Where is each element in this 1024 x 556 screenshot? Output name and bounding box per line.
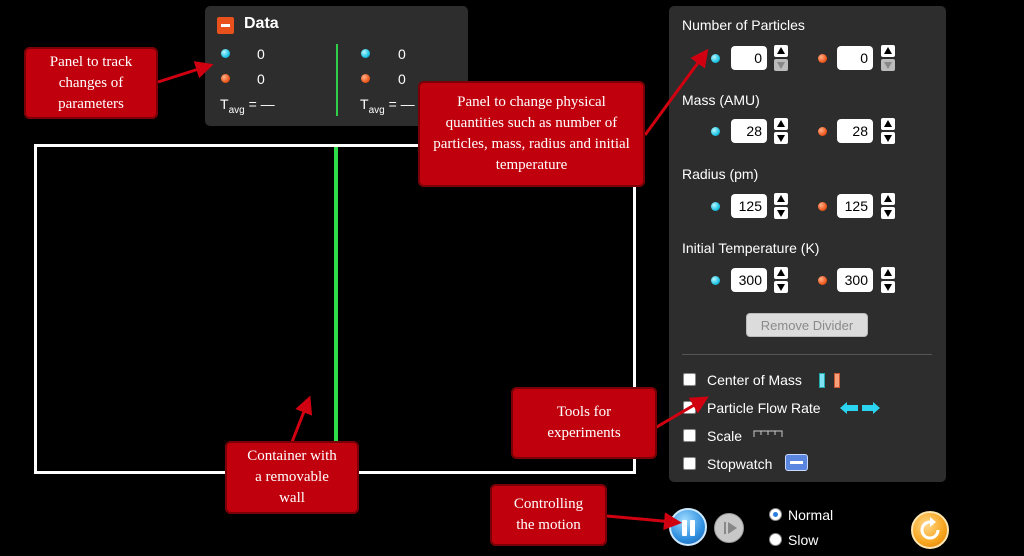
decrement-icon[interactable] [881, 59, 895, 71]
cyan-particle-icon [711, 202, 720, 211]
cyan-temperature-spinner [774, 267, 788, 293]
callout-motion: Controlling the motion [490, 484, 607, 546]
increment-icon[interactable] [881, 45, 895, 57]
red-particle-icon [361, 74, 370, 83]
red-radius-input[interactable]: 125 [837, 194, 873, 218]
stopwatch-icon [785, 454, 808, 471]
decrement-icon[interactable] [774, 207, 788, 219]
red-temperature-spinner [881, 267, 895, 293]
cyan-particle-icon [221, 49, 230, 58]
decrement-icon[interactable] [774, 59, 788, 71]
red-radius-spinner [881, 193, 895, 219]
pause-button[interactable] [669, 508, 707, 546]
decrement-icon[interactable] [881, 281, 895, 293]
center-of-mass-checkbox[interactable] [683, 373, 696, 386]
center-of-mass-cyan-icon [819, 373, 825, 388]
red-particle-icon [221, 74, 230, 83]
stopwatch-label: Stopwatch [707, 456, 773, 472]
left-cyan-count: 0 [257, 46, 265, 62]
cyan-radius-input[interactable]: 125 [731, 194, 767, 218]
callout-tools: Tools for experiments [511, 387, 657, 459]
step-button[interactable] [714, 513, 744, 543]
cyan-particle-icon [711, 127, 720, 136]
red-particle-icon [818, 202, 827, 211]
right-tavg: Tavg = — [360, 96, 415, 116]
data-panel-title: Data [244, 15, 279, 32]
red-count-input[interactable]: 0 [837, 46, 873, 70]
increment-icon[interactable] [881, 193, 895, 205]
increment-icon[interactable] [774, 193, 788, 205]
center-of-mass-label: Center of Mass [707, 372, 802, 388]
decrement-icon[interactable] [774, 281, 788, 293]
decrement-icon[interactable] [881, 132, 895, 144]
particle-flow-rate-checkbox[interactable] [683, 401, 696, 414]
speed-normal-radio[interactable] [769, 508, 782, 521]
particle-flow-rate-label: Particle Flow Rate [707, 400, 821, 416]
right-red-count: 0 [398, 71, 406, 87]
increment-icon[interactable] [774, 45, 788, 57]
callout-change-panel: Panel to change physical quantities such… [418, 81, 645, 187]
scale-label: Scale [707, 428, 743, 444]
ruler-icon [753, 430, 783, 437]
cyan-mass-input[interactable]: 28 [731, 119, 767, 143]
cyan-radius-spinner [774, 193, 788, 219]
center-of-mass-red-icon [834, 373, 840, 388]
increment-icon[interactable] [774, 118, 788, 130]
red-particle-icon [818, 127, 827, 136]
cyan-particle-icon [711, 276, 720, 285]
mass-label: Mass (AMU) [682, 92, 760, 108]
cyan-mass-spinner [774, 118, 788, 144]
red-temperature-input[interactable]: 300 [837, 268, 873, 292]
increment-icon[interactable] [881, 267, 895, 279]
cyan-count-input[interactable]: 0 [731, 46, 767, 70]
red-particle-icon [818, 276, 827, 285]
remove-divider-button[interactable]: Remove Divider [746, 313, 868, 337]
speed-slow-radio[interactable] [769, 533, 782, 546]
increment-icon[interactable] [881, 118, 895, 130]
cyan-temperature-input[interactable]: 300 [731, 268, 767, 292]
callout-track-panel: Panel to track changes of parameters [24, 47, 158, 119]
section-divider [682, 354, 932, 355]
removable-wall [334, 147, 338, 441]
cyan-particle-icon [361, 49, 370, 58]
decrement-icon[interactable] [881, 207, 895, 219]
left-tavg: Tavg = — [220, 96, 275, 116]
increment-icon[interactable] [774, 267, 788, 279]
num-particles-label: Number of Particles [682, 17, 805, 33]
red-particle-icon [818, 54, 827, 63]
red-mass-input[interactable]: 28 [837, 119, 873, 143]
right-cyan-count: 0 [398, 46, 406, 62]
radius-label: Radius (pm) [682, 166, 759, 182]
control-panel: Number of Particles 0 0 Mass (AMU) 28 28… [669, 6, 946, 482]
cyan-particle-icon [711, 54, 720, 63]
decrement-icon[interactable] [774, 132, 788, 144]
cyan-count-spinner [774, 45, 788, 71]
data-panel: Data 0 0 Tavg = — 0 0 Tavg = — [205, 6, 468, 126]
flow-rate-arrows-icon [840, 402, 880, 414]
temperature-label: Initial Temperature (K) [682, 240, 820, 256]
reset-button[interactable] [911, 511, 949, 549]
left-red-count: 0 [257, 71, 265, 87]
red-count-spinner [881, 45, 895, 71]
stopwatch-checkbox[interactable] [683, 457, 696, 470]
scale-checkbox[interactable] [683, 429, 696, 442]
red-mass-spinner [881, 118, 895, 144]
speed-slow-label: Slow [788, 532, 819, 548]
reset-icon [920, 517, 940, 540]
data-panel-divider [336, 44, 338, 116]
callout-container: Container with a removable wall [225, 441, 359, 514]
speed-normal-label: Normal [788, 507, 834, 523]
collapse-toggle-icon[interactable] [217, 17, 234, 34]
